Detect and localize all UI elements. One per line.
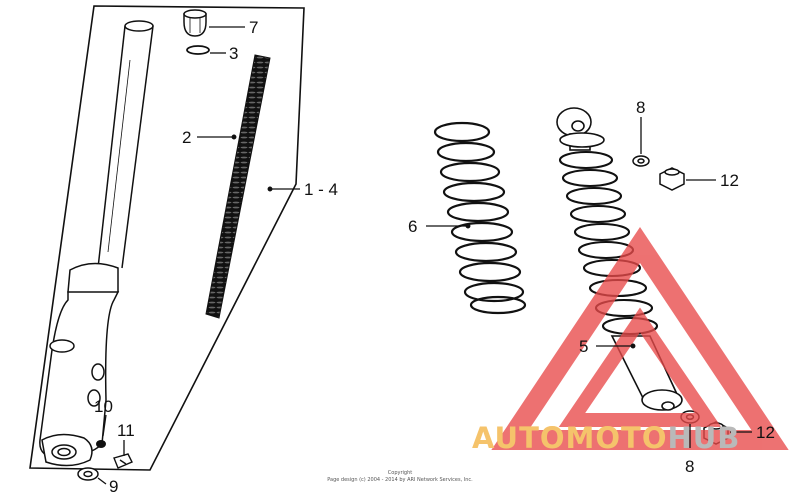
callout-drain-bolt: 9 bbox=[109, 477, 118, 496]
fork-bolt bbox=[183, 9, 207, 37]
callout-fork-spring: 2 bbox=[182, 128, 191, 147]
callout-nut-top: 12 bbox=[720, 171, 739, 190]
watermark-automoto: AUTOMOTO bbox=[472, 421, 668, 455]
watermark-text: AUTOMOTOHUB bbox=[472, 421, 740, 455]
fork-slider bbox=[39, 262, 120, 467]
callout-nut-bottom: 12 bbox=[756, 423, 775, 442]
washer-top bbox=[632, 155, 650, 167]
callout-fork-bolt: 7 bbox=[249, 18, 258, 37]
axle-bolt bbox=[113, 453, 133, 469]
callout-axle-bolt: 11 bbox=[117, 421, 135, 440]
watermark-hub: HUB bbox=[667, 421, 741, 455]
fork-group-frame bbox=[29, 5, 305, 471]
shock-spring bbox=[433, 121, 527, 315]
callout-washer-bottom: 8 bbox=[685, 457, 694, 476]
drain-washer bbox=[96, 440, 106, 448]
fork-spring bbox=[205, 54, 271, 319]
callout-drain-washer: 10 bbox=[94, 397, 113, 416]
watermark-triangle bbox=[491, 226, 789, 450]
callout-o-ring: 3 bbox=[229, 44, 238, 63]
callout-washer-top: 8 bbox=[636, 98, 645, 117]
callout-shock-spring: 6 bbox=[408, 217, 417, 236]
callout-fork-assembly: 1 - 4 bbox=[304, 180, 338, 199]
copyright-line-1: Copyright bbox=[387, 470, 413, 476]
cap-nut-top bbox=[659, 167, 685, 191]
copyright-notice: Copyright Page design (c) 2004 - 2014 by… bbox=[0, 470, 800, 484]
leader-lines bbox=[97, 26, 752, 485]
drain-bolt bbox=[77, 467, 99, 481]
fork-tube bbox=[97, 20, 154, 269]
copyright-line-2: Page design (c) 2004 - 2014 by ARI Netwo… bbox=[327, 477, 473, 483]
o-ring bbox=[186, 45, 210, 55]
callout-shock-absorber: 5 bbox=[579, 337, 588, 356]
